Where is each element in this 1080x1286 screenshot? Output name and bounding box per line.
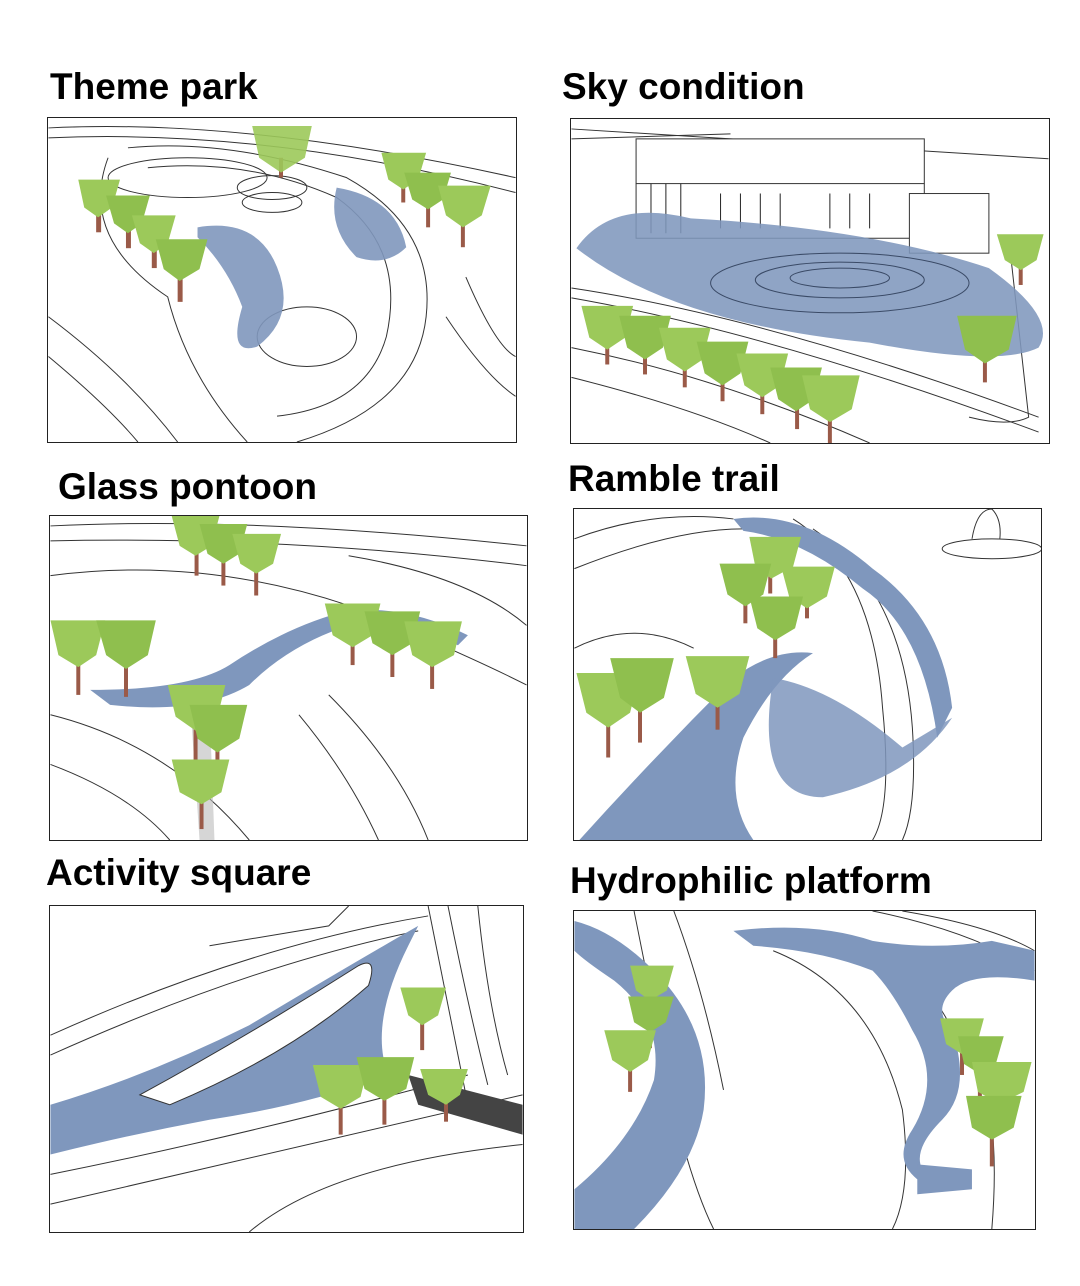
tree [96,620,156,697]
tree-group [576,536,835,758]
ramble-trail-illustration [573,508,1042,841]
trail-path [579,652,813,840]
panel-title-sky-condition: Sky condition [562,66,805,107]
tree [155,239,208,302]
hydrophilic-platform-illustration [573,910,1036,1230]
trail-path [733,517,953,738]
pontoon-bridge [90,609,468,708]
glass-pontoon-illustration [49,515,528,841]
tree [404,621,462,689]
panel-title-theme-park: Theme park [50,66,258,107]
tree [171,759,230,830]
panel-title-activity-square: Activity square [46,852,312,893]
activity-square-illustration [49,905,524,1233]
tree [438,185,491,248]
panel-title-hydrophilic-platform: Hydrophilic platform [570,860,932,901]
tree [50,620,106,695]
sky-condition-drawing [571,128,1049,443]
tree [965,1095,1022,1167]
tree [696,341,749,402]
tree [78,179,120,233]
tree [619,315,671,375]
tree [719,563,772,624]
ramble-trail-drawing [574,509,1041,840]
tree [420,1069,468,1122]
tree [400,987,447,1051]
square-plaza [50,925,419,1155]
glass-pontoon-drawing [50,516,527,840]
tree [658,327,711,388]
tree [356,1057,415,1125]
tree [232,533,282,596]
tree [604,1030,656,1092]
tree-group [50,516,462,830]
tree [685,656,750,730]
tree-group [312,987,468,1135]
tree [610,658,674,743]
tree-group [581,234,1044,443]
theme-park-illustration [47,117,517,443]
tree [404,172,451,228]
tree [252,125,312,178]
water-area [197,187,407,349]
hydrophilic-platform-drawing [574,911,1035,1229]
tree [802,375,860,443]
tree [957,315,1017,383]
tree [312,1065,369,1135]
tree-group [78,125,491,302]
tree [996,234,1044,285]
tree [749,596,804,659]
panel-title-glass-pontoon: Glass pontoon [58,466,317,507]
platform [733,927,1035,1180]
sky-condition-illustration [570,118,1050,444]
panel-title-ramble-trail: Ramble trail [568,458,780,499]
water-area [576,212,1044,357]
theme-park-drawing [48,125,516,442]
activity-square-drawing [50,906,523,1232]
tree-group [604,965,1032,1167]
